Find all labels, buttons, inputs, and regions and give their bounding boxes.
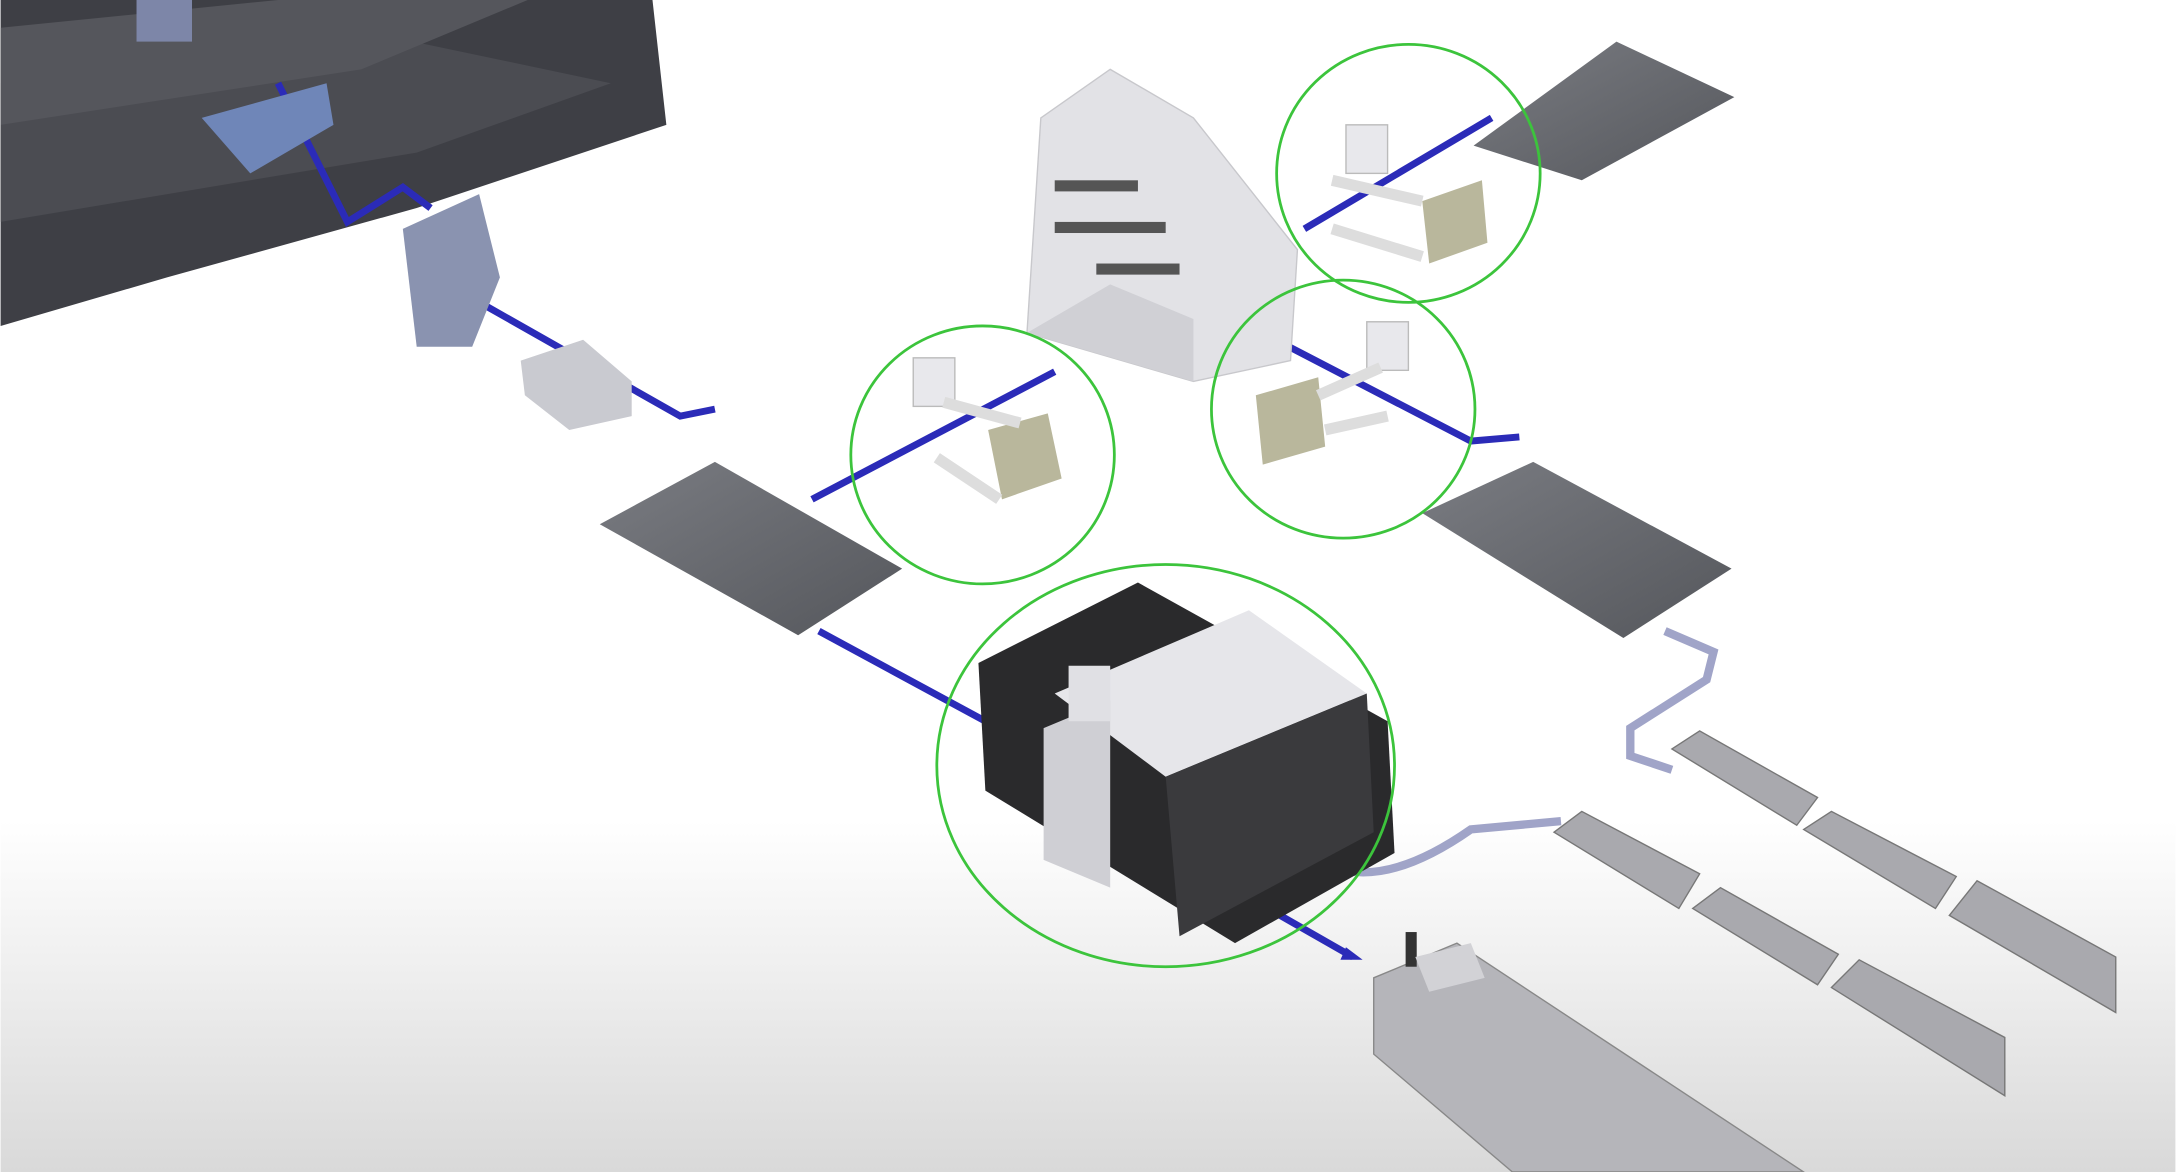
highlight-circles [849, 42, 1542, 969]
train [1552, 810, 2006, 1097]
analyzer-station [912, 357, 1062, 504]
crusher [402, 194, 632, 430]
analyzer-station [1255, 321, 1410, 465]
highlight-circle [1275, 42, 1542, 304]
bulk-carrier-ship [1373, 932, 1805, 1172]
stockpile [1422, 461, 1732, 639]
highlight-circle [849, 324, 1116, 586]
processing-plant-building [1026, 68, 1299, 383]
highlight-circle [1210, 278, 1477, 540]
rail-conveyor [1626, 627, 1719, 774]
bulk-material-scanner [978, 582, 1395, 944]
train [1670, 730, 2117, 1014]
analyzer-station [1330, 124, 1488, 264]
stockpile [599, 461, 903, 636]
stockpile [1473, 41, 1735, 181]
highlight-circle [935, 563, 1396, 969]
flow-arrow-icon [1340, 947, 1363, 960]
hopper [201, 83, 334, 174]
